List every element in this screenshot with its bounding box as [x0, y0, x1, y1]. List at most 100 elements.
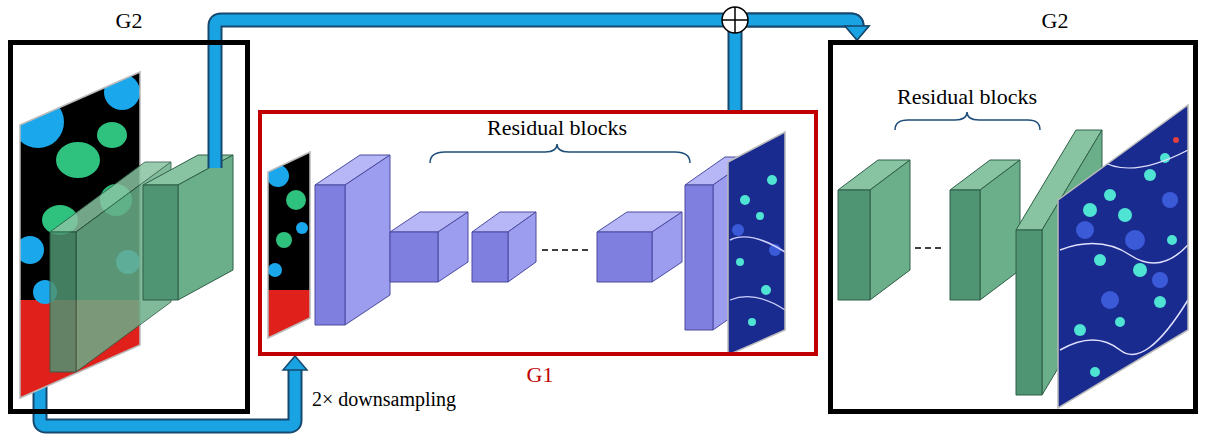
conv-block: [1016, 230, 1042, 395]
pipe-stub: [210, 40, 221, 168]
module-label: G2: [116, 8, 143, 33]
label-map-image: [268, 263, 282, 277]
arrow-head: [845, 26, 869, 40]
output-image: [1115, 317, 1125, 327]
residual-block: [472, 212, 536, 282]
connector-arrow: [40, 356, 307, 426]
global-generator-box: G2Residual blocks: [828, 40, 1198, 414]
brace: [430, 144, 690, 163]
residual-block: [950, 190, 980, 300]
connector-line: [40, 369, 295, 426]
residual-block: [597, 212, 682, 282]
text-holder: 2× downsampling: [310, 388, 458, 411]
conv-block: [143, 155, 233, 300]
ellipsis-dash: [915, 247, 945, 249]
residual-block: [838, 190, 870, 300]
text-holder: G2: [116, 8, 143, 33]
output-image: [736, 258, 744, 266]
arrow-head: [845, 26, 869, 40]
text-holder: G1: [527, 362, 554, 387]
label-map-image: [56, 142, 100, 178]
output-image: [1133, 263, 1147, 277]
conv-block: [345, 155, 390, 325]
residual-block: [870, 160, 910, 300]
output-image: [1144, 169, 1156, 181]
output-image: [1060, 244, 1188, 263]
block-group-label: Residual blocks: [897, 84, 1037, 109]
connector-outline: [735, 20, 857, 110]
output-image: [730, 237, 785, 252]
label-map-image: [268, 152, 310, 338]
edge-label: 2× downsampling: [310, 388, 458, 411]
sum-symbol: [722, 7, 748, 33]
output-image: [730, 175, 785, 326]
output-image: [740, 195, 750, 205]
label-map-image: [286, 190, 306, 210]
residual-block: [980, 160, 1020, 300]
label-map-image: [296, 222, 308, 234]
ellipsis-dash: [542, 249, 592, 251]
conv-block: [143, 185, 178, 300]
output-image: [1058, 105, 1188, 408]
residual-block: [472, 232, 508, 282]
residual-block: [390, 212, 468, 282]
output-image: [1083, 203, 1097, 217]
pipe-stub: [208, 40, 223, 168]
conv-block: [50, 232, 76, 372]
output-image: [767, 175, 777, 185]
output-image: [1058, 105, 1188, 408]
text-holder: Residual blocks: [897, 84, 1037, 109]
text-holder: Residual blocks: [487, 115, 627, 140]
label-map-image: [97, 122, 127, 148]
brace: [895, 112, 1040, 130]
label-map-image: [265, 165, 315, 350]
label-map-image: [267, 165, 289, 187]
output-image: [730, 297, 785, 310]
conv-block: [315, 185, 345, 325]
output-image: [1162, 192, 1178, 208]
sum-symbol: [722, 7, 748, 33]
module-label: G2: [1042, 8, 1069, 33]
output-image: [756, 212, 764, 220]
residual-block: [838, 160, 910, 300]
output-image: [1094, 254, 1106, 266]
residual-block: [652, 212, 682, 282]
conv-block: [315, 155, 390, 325]
residual-block: [508, 212, 536, 282]
output-image: [1118, 208, 1132, 222]
output-image: [1167, 235, 1177, 245]
global-generator-box: G2: [8, 40, 250, 414]
block-group-label: Residual blocks: [487, 115, 627, 140]
conv-block: [685, 185, 713, 330]
connector-outline: [40, 369, 295, 426]
output-image: [1060, 300, 1188, 354]
output-image: [1104, 189, 1116, 201]
output-image: [748, 318, 756, 326]
label-map-image: [265, 152, 315, 350]
pipe-stub: [215, 40, 216, 168]
output-image: [1076, 221, 1094, 239]
output-image: [728, 132, 785, 355]
output-image: [728, 132, 785, 355]
output-image: [1101, 291, 1119, 309]
output-image: [1090, 367, 1100, 377]
residual-block: [438, 212, 468, 282]
arrow-head: [283, 356, 307, 370]
output-image: [1074, 324, 1086, 336]
local-generator-box: Residual blocksG1: [258, 110, 818, 356]
connector-arrow: [735, 20, 869, 110]
conv-block: [178, 155, 233, 300]
output-image: [732, 224, 744, 236]
residual-block: [597, 232, 652, 282]
output-image: [1152, 272, 1168, 288]
connector-line: [735, 20, 857, 110]
output-image: [1154, 296, 1166, 308]
output-image: [1125, 230, 1145, 250]
residual-block: [390, 232, 438, 282]
sum-symbol: [722, 7, 748, 33]
module-label: G1: [527, 362, 554, 387]
label-map-image: [276, 232, 292, 248]
